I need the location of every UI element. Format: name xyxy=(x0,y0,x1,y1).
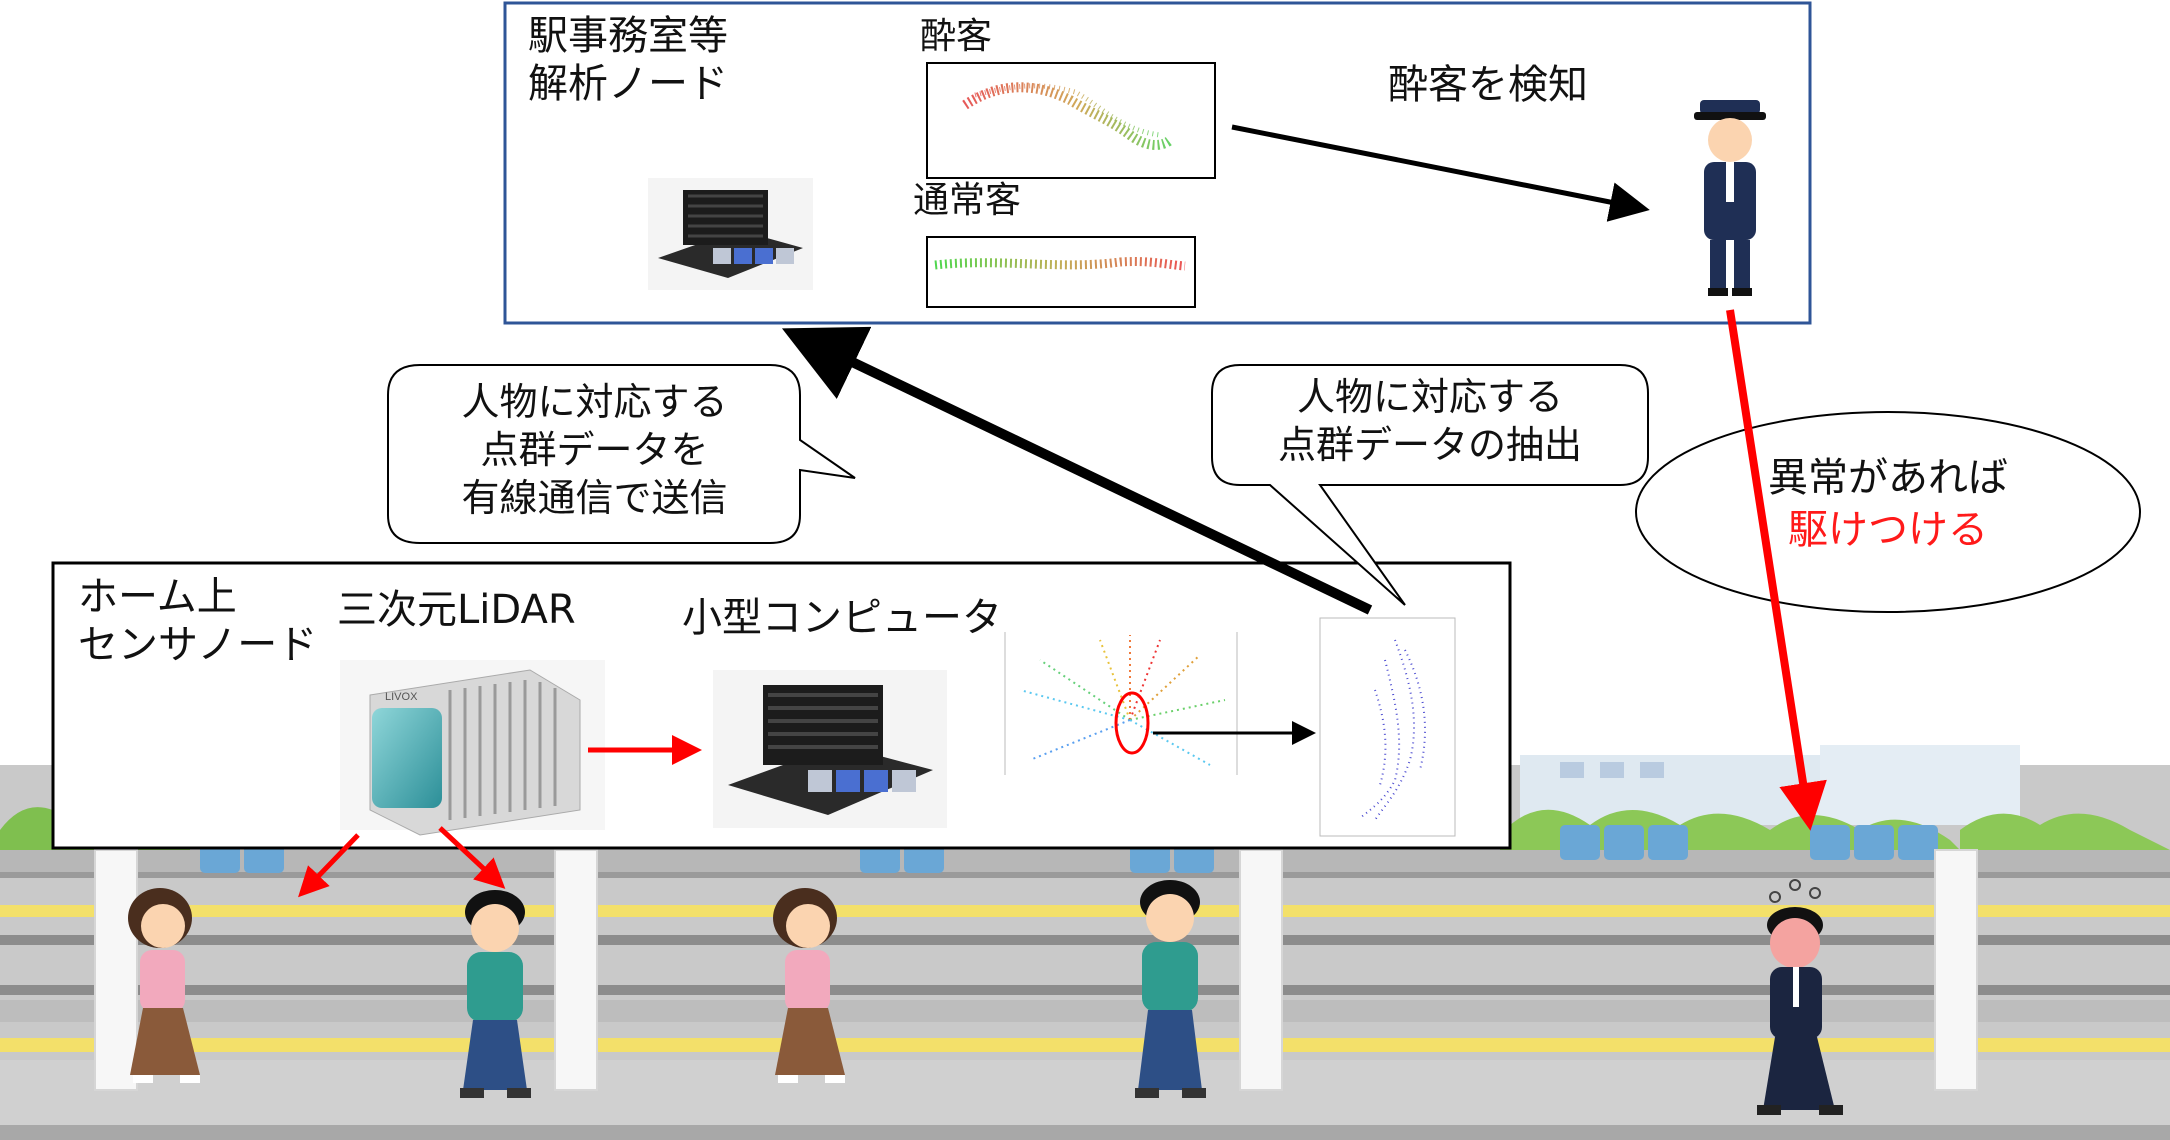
send-bubble-line3: 有線通信で送信 xyxy=(461,476,728,520)
analysis-node-title-line2: 解析ノード xyxy=(528,61,728,107)
sensor-node-title: ホーム上 センサノード xyxy=(78,573,317,669)
rush-bubble-line1: 異常があれば xyxy=(1768,455,2008,501)
drunk-pointcloud-box xyxy=(926,62,1216,179)
rush-bubble xyxy=(1635,411,2141,613)
detect-label: 酔客を検知 xyxy=(1388,62,1588,108)
normal-label: 通常客 xyxy=(913,180,1022,221)
extracted-pointcloud xyxy=(1359,639,1426,821)
send-to-analysis-arrow xyxy=(781,326,1373,615)
extract-bubble-line1: 人物に対応する xyxy=(1296,375,1563,419)
person-man-left xyxy=(460,890,531,1098)
analysis-node-title-line1: 駅事務室等 xyxy=(528,13,728,59)
rush-arrow xyxy=(1726,309,1827,831)
detect-arrow xyxy=(1231,124,1650,222)
analysis-node-title: 駅事務室等 解析ノード xyxy=(528,12,728,108)
extract-bubble-line2: 点群データの抽出 xyxy=(1277,423,1582,467)
lidar-beam-arrow-right xyxy=(438,826,506,889)
extract-bubble xyxy=(1211,364,1649,606)
rush-bubble-text: 異常があれば 駆けつける xyxy=(1660,452,2116,556)
person-woman-center xyxy=(773,888,845,1083)
normal-pointcloud xyxy=(934,257,1186,271)
raw-pointcloud-panel xyxy=(1004,632,1238,775)
send-bubble-line2: 点群データを xyxy=(480,428,709,472)
person-drunk xyxy=(1757,879,1843,1115)
rush-bubble-line2: 駆けつける xyxy=(1788,507,1988,553)
sensor-node-title-line2: センサノード xyxy=(78,622,318,668)
send-bubble-line1: 人物に対応する xyxy=(461,380,728,424)
station-staff-figure xyxy=(1694,100,1766,296)
lidar-label: 三次元LiDAR xyxy=(337,587,576,633)
send-bubble xyxy=(387,364,856,544)
extracted-pointcloud-panel xyxy=(1319,617,1456,837)
lidar-brand-text: LIVOX xyxy=(385,691,418,703)
send-bubble-text: 人物に対応する 点群データを 有線通信で送信 xyxy=(392,378,797,522)
person-man-center xyxy=(1135,880,1206,1098)
lidar-beam-arrow-left xyxy=(298,833,360,898)
sensor-node-title-line1: ホーム上 xyxy=(78,574,237,620)
drunk-label: 酔客 xyxy=(920,16,993,57)
analysis-computer-image xyxy=(648,178,813,290)
drunk-pointcloud xyxy=(962,82,1174,150)
extract-bubble-text: 人物に対応する 点群データの抽出 xyxy=(1214,373,1646,469)
lidar-device-image: LIVOX xyxy=(340,660,605,836)
computer-label: 小型コンピュータ xyxy=(682,595,1002,641)
sensor-computer-image xyxy=(713,670,947,828)
normal-pointcloud-box xyxy=(926,236,1196,308)
person-woman-left xyxy=(128,888,200,1083)
